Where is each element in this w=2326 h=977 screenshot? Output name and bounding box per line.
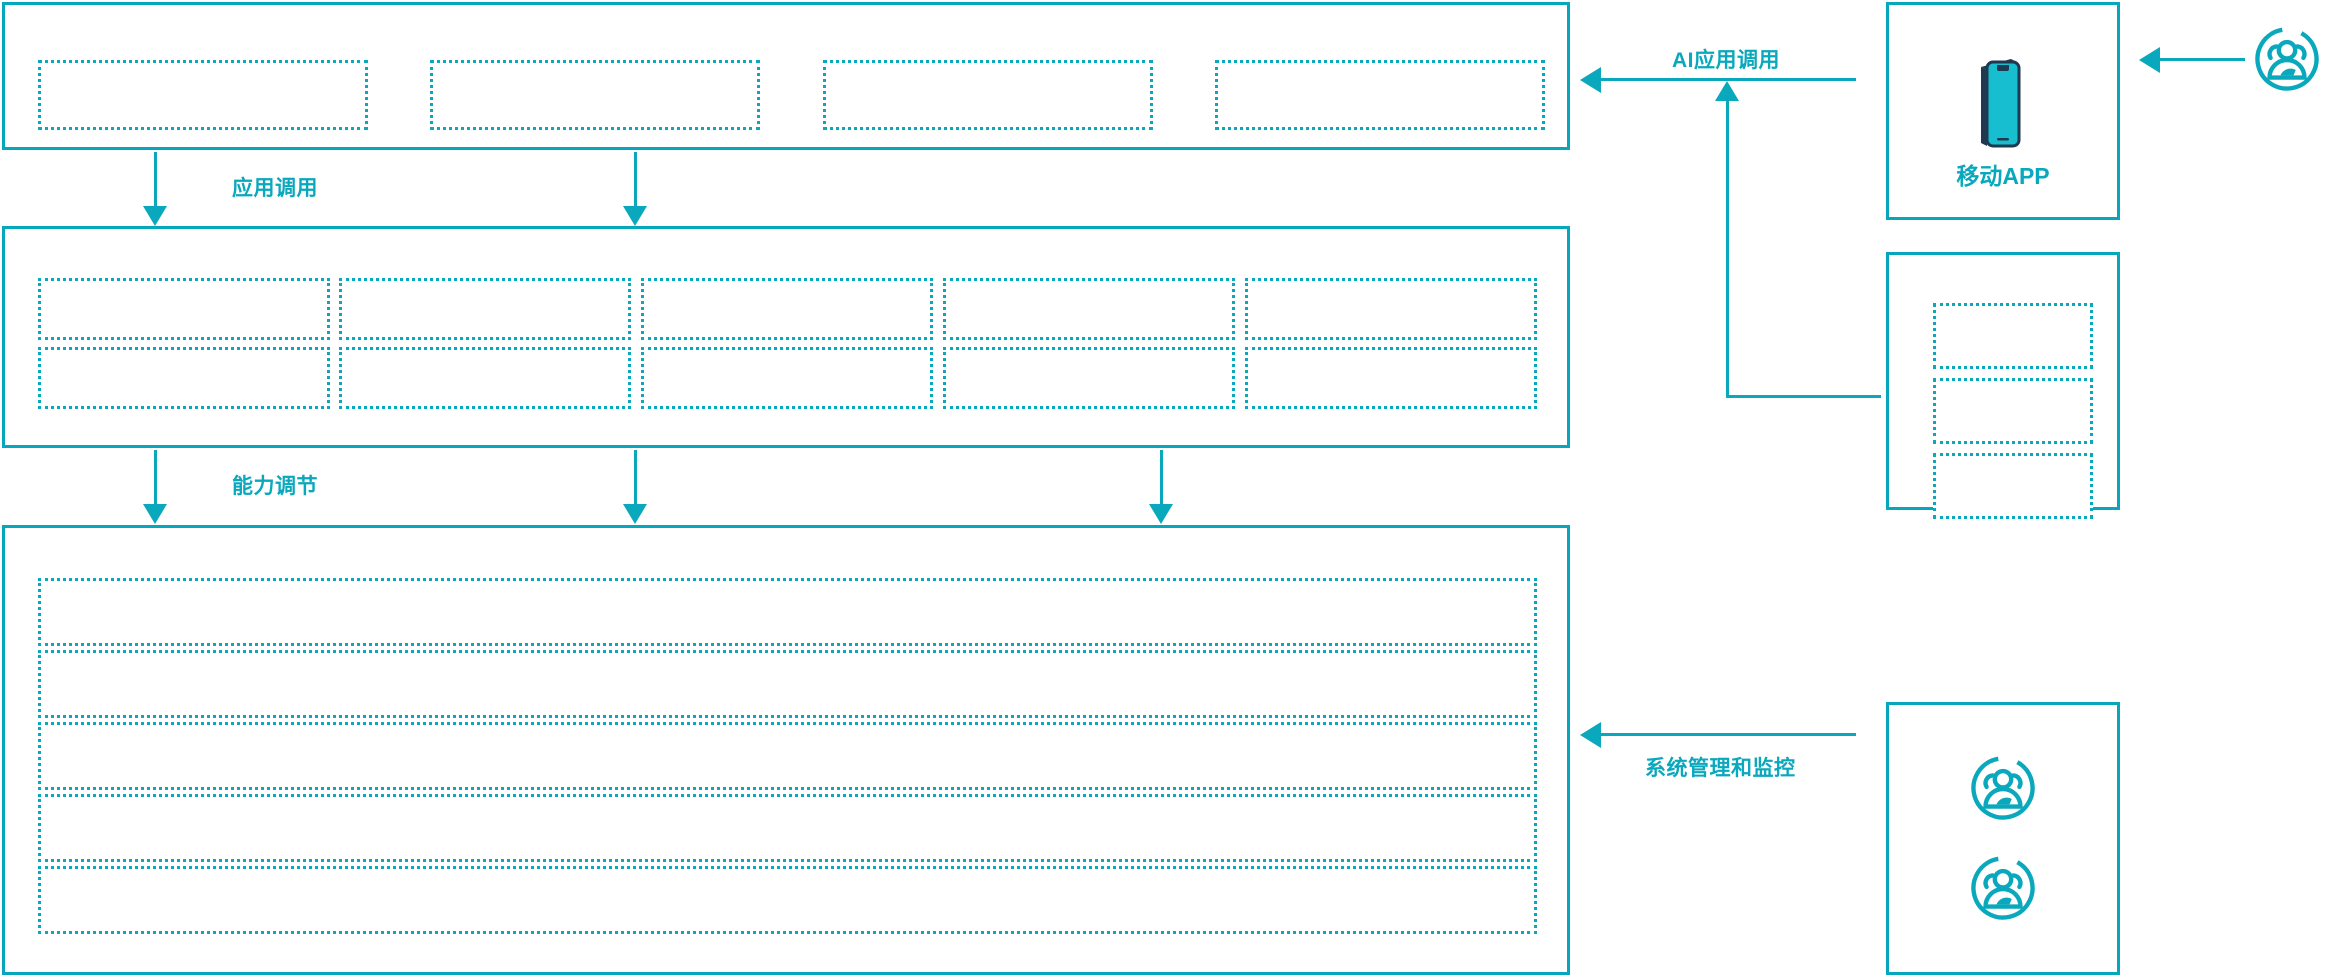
- ai-app-invoke-riser-base: [1726, 395, 1881, 398]
- user-group-icon[interactable]: [1968, 753, 2038, 823]
- application-layer-box[interactable]: [1215, 60, 1545, 130]
- capability-layer-panel: [2, 226, 1570, 448]
- capability-layer-box[interactable]: [641, 278, 933, 340]
- capability-layer-box[interactable]: [641, 347, 933, 409]
- app-invoke-label: 应用调用: [232, 177, 318, 200]
- app-invoke-arrow-line: [154, 152, 157, 214]
- application-layer-box[interactable]: [823, 60, 1153, 130]
- app-invoke-arrow-head: [143, 206, 167, 226]
- sys-monitor-label: 系统管理和监控: [1645, 757, 1796, 780]
- capability-layer-box[interactable]: [339, 278, 631, 340]
- platform-layer-row[interactable]: [38, 650, 1537, 718]
- cap-adjust-arrow-line: [154, 450, 157, 512]
- user-to-app-line: [2160, 58, 2245, 61]
- platform-layer-row[interactable]: [38, 722, 1537, 790]
- capability-layer-box[interactable]: [943, 278, 1235, 340]
- cap-adjust-arrow-line: [634, 450, 637, 512]
- mobile-app-card-label: 移动APP: [1956, 163, 2050, 189]
- channel-card-box[interactable]: [1933, 453, 2093, 519]
- user-to-app-arrow-head: [2139, 47, 2160, 73]
- sys-monitor-line: [1601, 733, 1856, 736]
- sys-monitor-arrow-head: [1580, 722, 1601, 748]
- cap-adjust-label: 能力调节: [232, 475, 318, 498]
- user-group-icon[interactable]: [1968, 853, 2038, 923]
- capability-layer-box[interactable]: [38, 278, 330, 340]
- platform-layer-row[interactable]: [38, 578, 1537, 646]
- platform-layer-panel: [2, 525, 1570, 975]
- application-layer-box[interactable]: [430, 60, 760, 130]
- ai-app-invoke-line: [1601, 78, 1856, 81]
- application-layer-panel: [2, 2, 1570, 150]
- capability-layer-box[interactable]: [38, 347, 330, 409]
- application-layer-box[interactable]: [38, 60, 368, 130]
- capability-layer-box[interactable]: [1245, 278, 1537, 340]
- channel-card-box[interactable]: [1933, 378, 2093, 444]
- capability-layer-box[interactable]: [1245, 347, 1537, 409]
- cap-adjust-arrow-head: [623, 504, 647, 524]
- mobile-app-card[interactable]: 移动APP: [1886, 2, 2120, 220]
- ai-app-invoke-riser-line: [1726, 98, 1729, 398]
- external-user-group-icon[interactable]: [2252, 24, 2322, 94]
- ai-app-invoke-arrow-head: [1580, 67, 1601, 93]
- platform-layer-row[interactable]: [38, 866, 1537, 934]
- app-invoke-arrow-line: [634, 152, 637, 214]
- channel-card[interactable]: [1886, 252, 2120, 519]
- ai-app-invoke-label: AI应用调用: [1672, 49, 1780, 72]
- channel-card-box[interactable]: [1933, 303, 2093, 369]
- capability-layer-box[interactable]: [943, 347, 1235, 409]
- platform-layer-row[interactable]: [38, 794, 1537, 862]
- cap-adjust-arrow-head: [143, 504, 167, 524]
- users-card[interactable]: [1886, 702, 2120, 975]
- cap-adjust-arrow-line: [1160, 450, 1163, 512]
- capability-layer-box[interactable]: [339, 347, 631, 409]
- ai-app-invoke-riser-arrow-head: [1715, 81, 1739, 101]
- cap-adjust-arrow-head: [1149, 504, 1173, 524]
- smartphone-icon: [1971, 53, 2041, 153]
- app-invoke-arrow-head: [623, 206, 647, 226]
